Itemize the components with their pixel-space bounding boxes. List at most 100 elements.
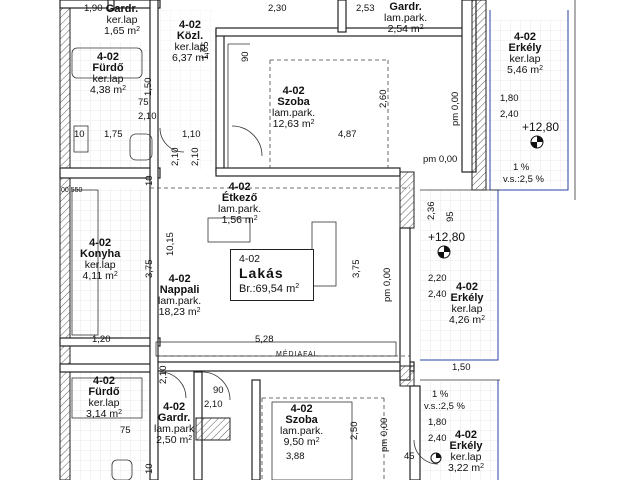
sink-top <box>73 125 89 153</box>
room-floor: ker.lap <box>88 397 120 409</box>
erkely-mid-floor <box>420 190 498 358</box>
room-area: 2,54 m2 <box>384 22 427 35</box>
vertical-wall-bottom <box>409 385 421 480</box>
room-area: 4,11 m2 <box>80 269 120 282</box>
vertical-wall-mid <box>399 227 411 381</box>
apartment-title: Lakás <box>239 265 284 281</box>
area-value: 18,23 m <box>158 305 197 318</box>
level-label-top: +12,80 <box>522 120 560 134</box>
wc-top <box>129 133 153 161</box>
dim-label: 2,30 <box>268 3 287 14</box>
dim-label: 2,60 <box>378 89 389 109</box>
area-sup: 2 <box>118 408 123 416</box>
dim-label: 2,40 <box>500 109 519 120</box>
dim-label: 1,80 <box>500 93 519 104</box>
room-floor: ker.lap <box>450 451 482 463</box>
slope-top-vs: v.s.:2,5 % <box>503 174 545 185</box>
room-area: 5,46 m2 <box>507 64 543 76</box>
room-number: 4-02 <box>168 273 191 285</box>
room-name: Konyha <box>80 248 121 260</box>
area-sup: 2 <box>253 214 258 222</box>
area-sup: 2 <box>481 314 486 322</box>
room-number: 4-02 <box>96 51 120 63</box>
room-name: Közl. <box>176 30 204 42</box>
dim-label: 90 <box>240 51 251 62</box>
room-gardr-bottom: 4-02 Gardr. lam.park 2,50 m2 <box>154 402 194 445</box>
dim-label: 2,10 <box>204 399 223 410</box>
area-sup: 2 <box>188 434 193 442</box>
area-value: 3,14 m <box>86 407 119 420</box>
door-swing-4 <box>201 371 231 401</box>
room-number: 4-02 <box>163 401 186 413</box>
area-value: 1,65 m <box>104 24 137 37</box>
dim-label: 75 <box>138 97 149 108</box>
furdo-bottom-floor <box>70 372 154 480</box>
dim-label: 5,28 <box>255 334 274 345</box>
room-name: Fürdő <box>92 62 124 74</box>
dim-label: 1,65 <box>200 41 211 61</box>
room-floor: ker.lap <box>106 14 138 26</box>
area-value: 2,54 m <box>387 22 420 35</box>
room-furdo-bottom: 4-02 Fürdő ker.lap 3,14 m2 <box>86 376 122 419</box>
room-szoba-top: 4-02 Szoba lam.park. 12,63 m2 <box>272 86 315 129</box>
apartment-number: 4-02 <box>239 253 261 265</box>
kitchen-code: 00,550 <box>61 187 83 194</box>
area-sup: 2 <box>196 306 201 314</box>
area-sup: 2 <box>419 23 424 31</box>
dim-label: 2,10 <box>158 365 169 385</box>
bathtub-top <box>71 47 143 79</box>
pillar-bottom <box>399 365 415 387</box>
room-area: 9,50 m2 <box>280 436 323 448</box>
room-erkely-bottom: 4-02 Erkély ker.lap 3,22 m2 <box>448 430 484 473</box>
room-name: Étkező <box>221 192 258 204</box>
top-mid-wall <box>337 0 347 33</box>
dim-label: 2,10 <box>138 111 157 122</box>
room-number: 4-02 <box>454 429 478 441</box>
room-floor: ker.lap <box>174 41 206 53</box>
room-floor: lam.park. <box>158 295 202 307</box>
room-erkely-top: 4-02 Erkély ker.lap 5,46 m2 <box>507 32 543 75</box>
left-wall <box>59 0 71 480</box>
area-sup: 2 <box>480 462 485 470</box>
room-floor: ker.lap <box>509 53 541 65</box>
dim-label: 2,36 <box>426 201 437 221</box>
room-number: 4-02 <box>290 403 313 415</box>
slope-top-pct: 1 % <box>513 162 530 173</box>
dim-label: 1,90 <box>84 3 103 14</box>
room-number: 4-02 <box>178 19 202 31</box>
room-name: Erkély <box>450 292 484 304</box>
apartment-area-sup: 2 <box>295 283 300 290</box>
erkely-top-floor <box>488 20 568 188</box>
room-nappali: 4-02 Nappali lam.park. 18,23 m2 <box>158 274 201 317</box>
room-area: 4,38 m2 <box>90 84 126 96</box>
konyha-floor <box>70 188 154 338</box>
area-value: 6,37 m <box>172 51 205 64</box>
room-area: 12,63 m2 <box>272 117 315 130</box>
level-marker-top <box>530 135 544 149</box>
room-number: 4-02 <box>92 375 116 387</box>
dim-label: 95 <box>445 211 456 222</box>
area-sup: 2 <box>315 436 320 444</box>
area-value: 12,63 m <box>272 117 311 130</box>
area-sup: 2 <box>136 25 141 33</box>
area-value: 4,11 m <box>82 269 114 282</box>
room-area: 1,56 m2 <box>218 213 261 226</box>
room-floor: lam.park. <box>280 425 324 437</box>
room-area: 18,23 m2 <box>158 305 201 318</box>
room-area: 6,37 m2 <box>172 51 208 64</box>
dim-label: 2,40 <box>428 289 447 300</box>
door-swing-1 <box>231 125 263 157</box>
dim-label: 3,88 <box>286 451 305 462</box>
room-floor: lam.park <box>154 423 195 435</box>
gardr-szoba-wall <box>251 379 261 480</box>
area-value: 1,56 m <box>221 213 254 226</box>
kozl-floor <box>154 10 214 170</box>
dim-label: 10 <box>144 175 155 186</box>
tv-wall <box>155 341 397 357</box>
room-floor: lam.park. <box>384 12 428 24</box>
dim-label: 3,75 <box>144 259 155 279</box>
room-floor: lam.park. <box>272 107 316 119</box>
room-area: 1,65 m2 <box>104 24 141 37</box>
room-name: Szoba <box>285 414 318 426</box>
apartment-label-box: 4-02 Lakás Br.:69,54 m2 <box>230 249 314 301</box>
